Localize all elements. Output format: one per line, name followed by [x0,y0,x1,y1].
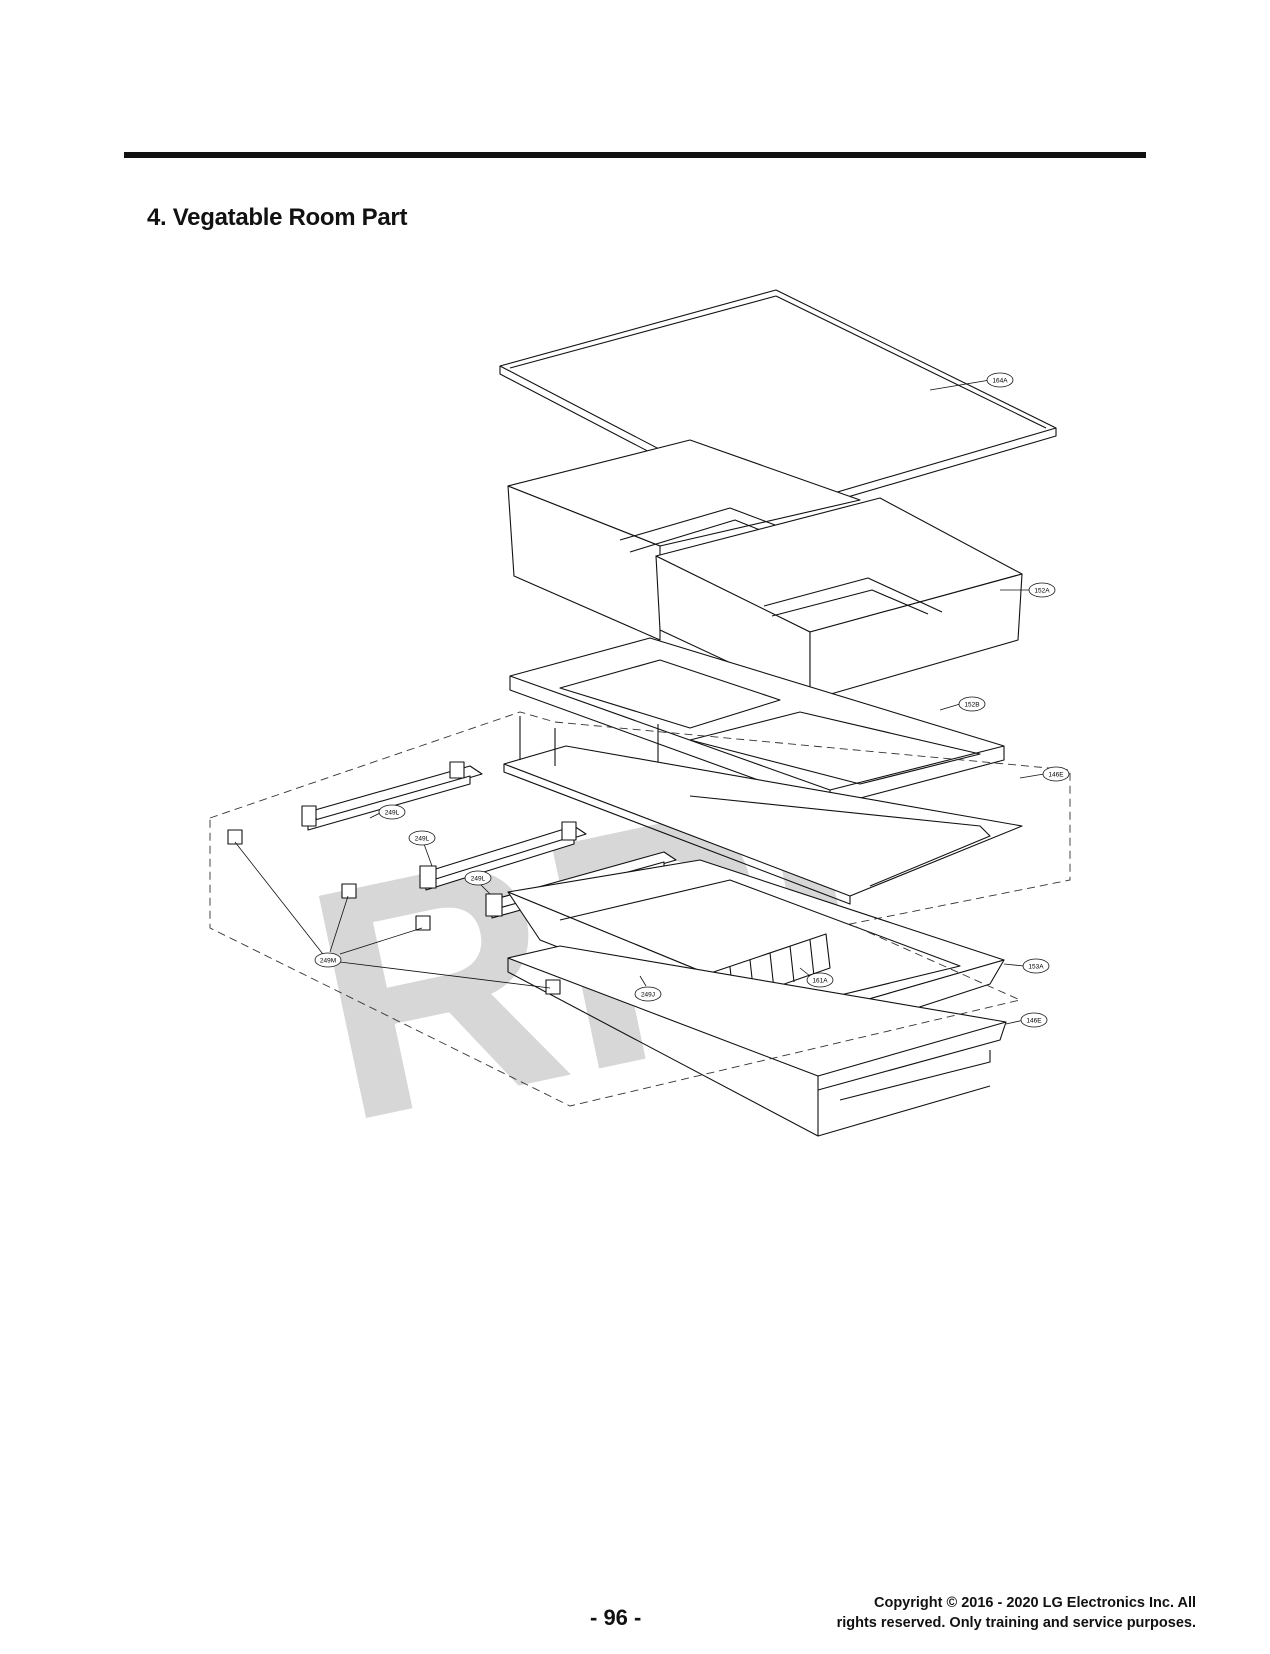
svg-text:249M: 249M [320,958,336,965]
callout-249l-1: 249L [378,804,406,820]
svg-text:164A: 164A [992,378,1008,385]
callout-153a: 153A [1022,958,1050,974]
svg-text:152A: 152A [1034,588,1050,595]
svg-text:152B: 152B [964,702,979,709]
svg-text:153A: 153A [1028,964,1044,971]
slide-rail-part [419,821,587,891]
callout-249l-2: 249L [408,830,436,846]
svg-text:146E: 146E [1048,772,1064,779]
stopper-part [227,829,561,995]
section-title: 4. Vegatable Room Part [147,204,408,231]
callout-249j: 249J [634,986,662,1002]
callout-146e-top: 146E [1042,766,1070,782]
svg-text:249J: 249J [641,992,655,999]
assembly-boundary [209,711,1071,1107]
svg-text:249L: 249L [415,836,430,843]
svg-text:249L: 249L [471,876,486,883]
callout-152a: 152A [1028,582,1056,598]
callout-146e-bottom: 146E [1020,1012,1048,1028]
svg-text:146E: 146E [1026,1018,1042,1025]
callout-249m: 249M [314,952,342,968]
callout-161a: 161A [806,972,834,988]
svg-text:249L: 249L [385,810,400,817]
callout-164a: 164A [986,372,1014,388]
copyright-line: Copyright © 2016 - 2020 LG Electronics I… [874,1595,1196,1611]
cover-plate-part [503,716,1023,905]
crisper-right-part [655,497,1023,701]
leader-lines [234,379,1045,1025]
callout-152b: 152B [958,696,986,712]
slide-rail-part [301,761,483,831]
bottom-frame-part [507,945,1007,1137]
svg-text:161A: 161A [812,978,828,985]
header-rule [124,152,1146,158]
page-number: - 96 - [590,1605,642,1630]
callout-249l-3: 249L [464,870,492,886]
copyright-notice: Copyright © 2016 - 2020 LG Electronics I… [837,1593,1196,1633]
copyright-line: rights reserved. Only training and servi… [836,1615,1196,1631]
